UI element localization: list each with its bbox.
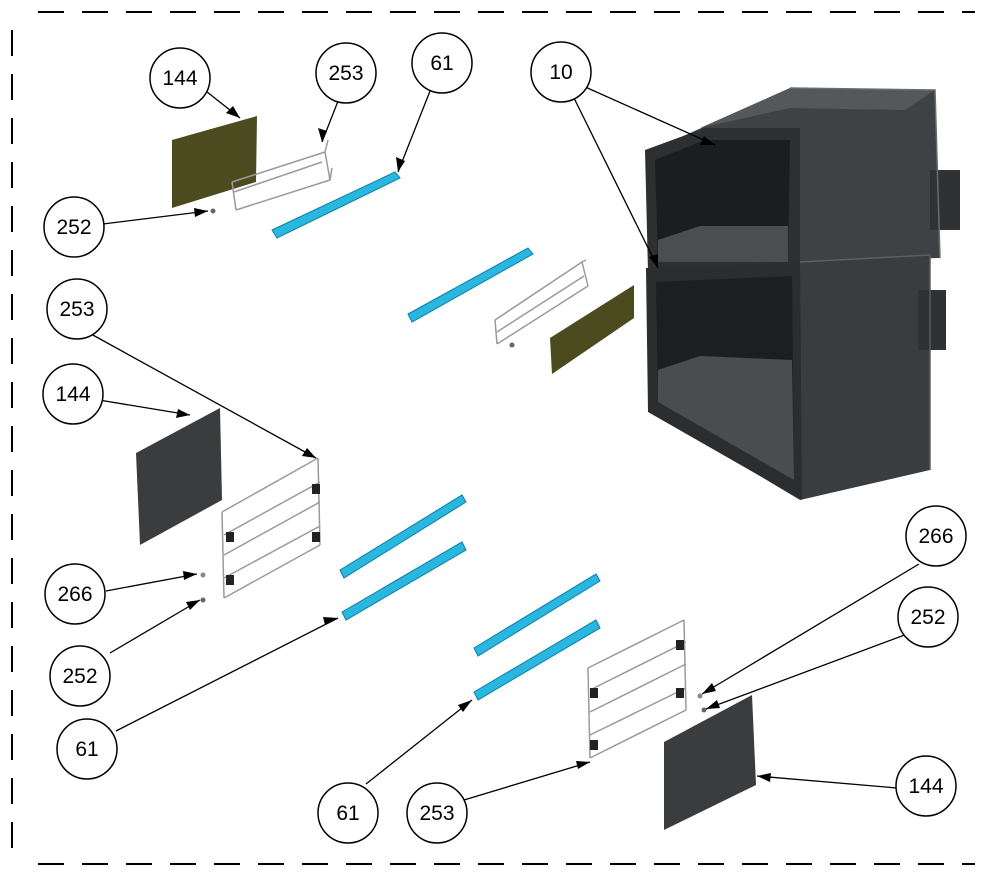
- callout-252-right: 252: [897, 586, 959, 648]
- clip: [676, 640, 684, 650]
- top-left-parts: [172, 116, 401, 239]
- screw: [200, 572, 206, 578]
- svg-text:253: 253: [328, 62, 363, 85]
- side-bracket: [930, 170, 960, 230]
- oven-cavity-assembly: [645, 87, 960, 500]
- insulation-panel: [550, 285, 634, 374]
- center-parts: [407, 247, 634, 374]
- svg-text:144: 144: [162, 67, 197, 90]
- svg-text:252: 252: [56, 216, 91, 239]
- leader-lines: [90, 85, 920, 801]
- screw: [210, 208, 216, 214]
- insulation-panel: [172, 116, 257, 208]
- wire-rack: [587, 619, 687, 759]
- clip: [590, 740, 598, 750]
- svg-text:144: 144: [908, 775, 943, 798]
- wire-rack: [221, 457, 321, 599]
- svg-text:266: 266: [918, 525, 953, 548]
- dashed-border: [11, 11, 975, 865]
- screw: [200, 597, 206, 603]
- screw: [509, 342, 515, 348]
- upper-cavity-top: [700, 88, 935, 128]
- svg-text:61: 61: [75, 738, 98, 761]
- svg-text:61: 61: [430, 52, 453, 75]
- svg-text:253: 253: [419, 802, 454, 825]
- callout-61-left: 61: [56, 718, 118, 780]
- rail: [271, 171, 401, 239]
- callout-10: 10: [530, 41, 592, 103]
- clip: [676, 688, 684, 698]
- cavity-edge-highlight: [789, 87, 941, 259]
- lower-right-parts: [473, 573, 756, 830]
- clip: [226, 575, 234, 585]
- svg-text:61: 61: [336, 802, 359, 825]
- callout-253-left: 253: [46, 278, 108, 340]
- callout-253-top: 253: [315, 42, 377, 104]
- svg-text:10: 10: [549, 61, 572, 84]
- cavity-edge-highlight: [799, 254, 931, 470]
- callout-144-left: 144: [42, 363, 104, 425]
- screw: [697, 693, 703, 699]
- svg-text:252: 252: [910, 606, 945, 629]
- callout-61-top: 61: [411, 32, 473, 94]
- upper-cavity-floor: [658, 226, 788, 262]
- rail: [407, 247, 534, 323]
- rail: [473, 573, 601, 657]
- lower-cavity-floor: [658, 356, 794, 480]
- callout-252-top-left: 252: [43, 196, 105, 258]
- left-parts: [136, 408, 467, 621]
- rail: [473, 619, 601, 701]
- side-panel: [136, 408, 222, 545]
- leader-arrowheads: [176, 106, 771, 782]
- svg-text:144: 144: [55, 383, 90, 406]
- svg-text:266: 266: [57, 583, 92, 606]
- side-panel: [664, 695, 756, 830]
- callout-252-left: 252: [49, 645, 111, 707]
- rail: [341, 541, 467, 621]
- callout-266-right: 266: [905, 505, 967, 567]
- rail: [339, 494, 467, 579]
- side-bracket: [918, 290, 946, 350]
- callout-144-top-left: 144: [149, 47, 211, 109]
- callout-144-bottom-right: 144: [895, 755, 957, 817]
- callout-266-left: 266: [44, 563, 106, 625]
- clip: [312, 484, 320, 494]
- clip: [312, 532, 320, 542]
- clip: [590, 688, 598, 698]
- callout-61-bottom: 61: [317, 782, 379, 844]
- wire-rack: [231, 139, 333, 211]
- clip: [226, 532, 234, 542]
- svg-text:253: 253: [59, 298, 94, 321]
- callout-253-bottom: 253: [406, 782, 468, 844]
- svg-text:252: 252: [62, 665, 97, 688]
- wire-rack: [494, 259, 589, 345]
- screw: [701, 707, 707, 713]
